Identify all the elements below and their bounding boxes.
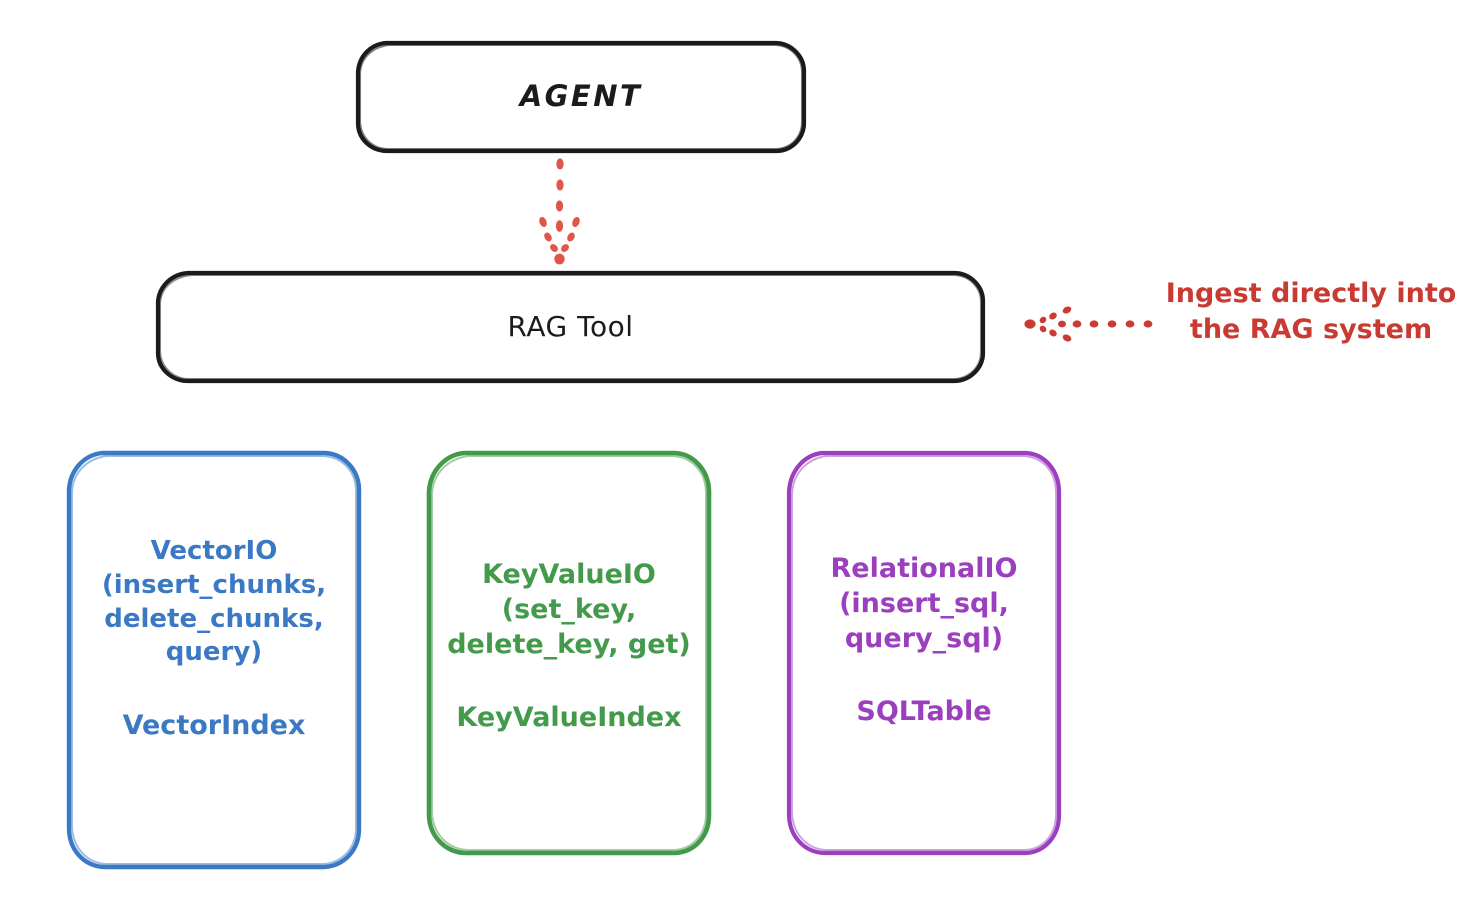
connector-agent-to-rag-tool (505, 158, 615, 274)
key-value-io-api-label: KeyValueIO (set_key, delete_key, get) (447, 558, 691, 661)
relational-io-api-label: RelationalIO (insert_sql, query_sql) (830, 552, 1018, 655)
rag-tool-label: RAG Tool (507, 309, 634, 343)
relational-io-node[interactable]: RelationalIO (insert_sql, query_sql) SQL… (786, 450, 1062, 856)
key-value-io-text-stack: KeyValueIO (set_key, delete_key, get) Ke… (447, 557, 691, 733)
rag-tool-node[interactable]: RAG Tool (155, 270, 986, 384)
vector-io-text-stack: VectorIO (insert_chunks, delete_chunks, … (102, 535, 326, 741)
vector-io-index-label: VectorIndex (122, 710, 306, 742)
agent-node[interactable]: AGENT (355, 40, 807, 154)
key-value-io-index-label: KeyValueIndex (456, 702, 682, 734)
key-value-io-node[interactable]: KeyValueIO (set_key, delete_key, get) Ke… (426, 450, 712, 856)
ingest-annotation-text: Ingest directly into the RAG system (1165, 278, 1457, 345)
vector-io-node[interactable]: VectorIO (insert_chunks, delete_chunks, … (66, 450, 362, 870)
relational-io-index-label: SQLTable (856, 696, 992, 728)
ingest-pointer-arrow-icon (1022, 296, 1154, 350)
relational-io-text-stack: RelationalIO (insert_sql, query_sql) SQL… (831, 551, 1018, 727)
vector-io-api-label: VectorIO (insert_chunks, delete_chunks, … (101, 535, 327, 668)
agent-label: AGENT (519, 79, 643, 114)
